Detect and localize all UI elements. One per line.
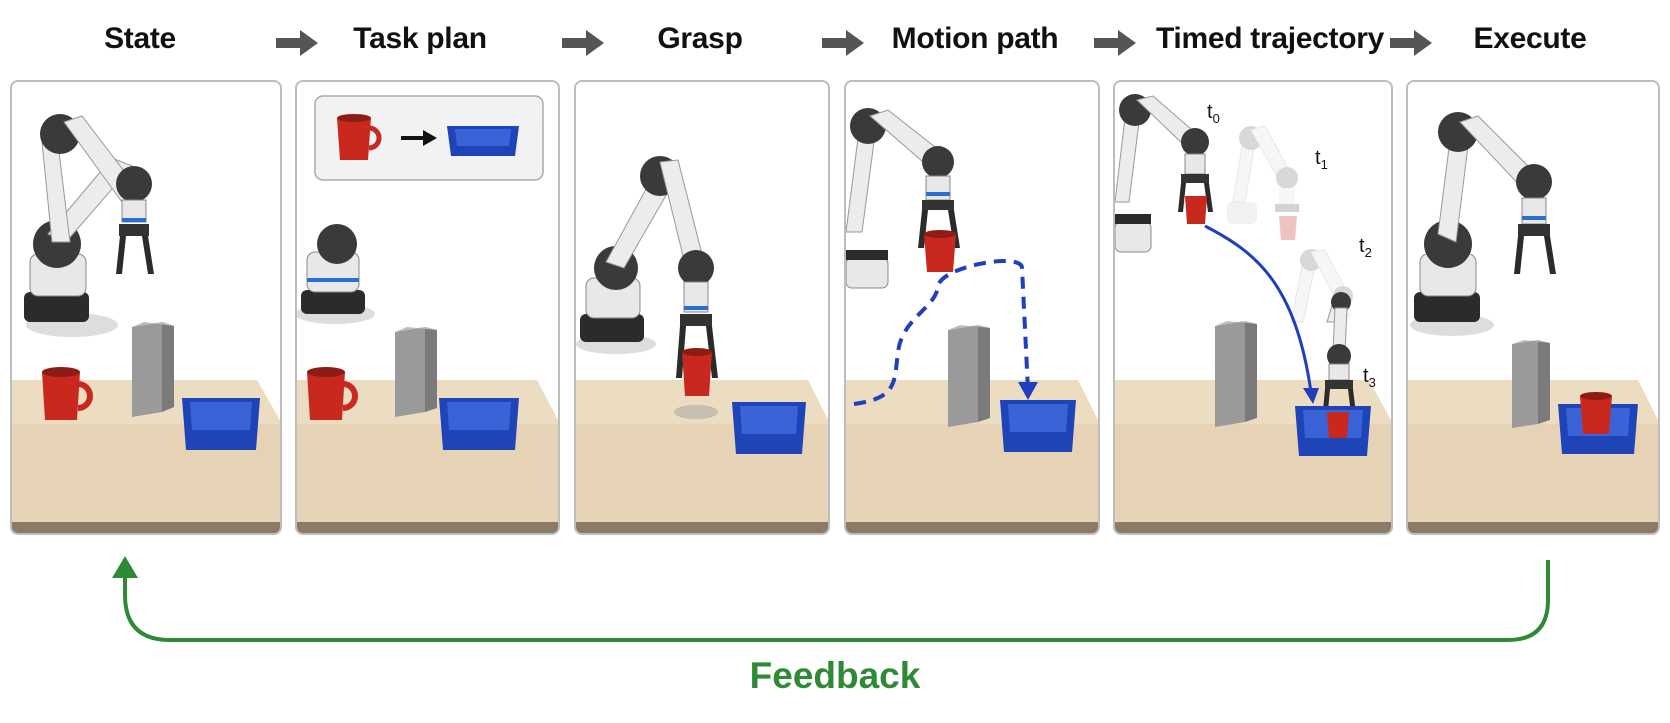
right-arrow-icon [1390, 30, 1432, 56]
label-t2: t2 [1359, 235, 1372, 260]
stage-title-grasp: Grasp [657, 22, 743, 55]
robot-arm [24, 114, 154, 337]
plan-box [314, 95, 544, 181]
stage-title-task-plan: Task plan [353, 22, 487, 55]
mug [682, 348, 712, 396]
tray [1000, 400, 1076, 452]
right-arrow-icon [822, 30, 864, 56]
tray [1558, 392, 1638, 454]
tray-icon [447, 126, 519, 156]
planned-path [853, 259, 1038, 406]
right-arrow-icon [1094, 30, 1136, 56]
stage-title-timed-trajectory: Timed trajectory [1155, 22, 1385, 55]
panel-state [10, 80, 282, 535]
pillar [1215, 321, 1257, 427]
stage-title-execute: Execute [1473, 22, 1587, 55]
panel-execute [1406, 80, 1660, 535]
label-t1: t1 [1315, 147, 1328, 172]
label-t0: t0 [1207, 101, 1220, 126]
pillar [395, 327, 437, 417]
panel-task-plan [295, 80, 560, 535]
robot-arm-t2 [1290, 249, 1353, 323]
robot-arm-t1 [1227, 125, 1299, 240]
right-arrow-icon [276, 30, 318, 56]
mug [307, 367, 358, 420]
robot-arm-t0 [1115, 94, 1213, 253]
robot-arm [1410, 112, 1556, 336]
robot-base [297, 224, 375, 324]
feedback-label: Feedback [749, 655, 921, 696]
right-arrow-icon [401, 130, 437, 146]
stage-title-motion-path: Motion path [891, 22, 1059, 55]
mug [42, 367, 93, 420]
pillar [948, 325, 990, 427]
trajectory-path [1204, 224, 1319, 404]
right-arrow-icon [562, 30, 604, 56]
tray [439, 398, 519, 450]
panel-grasp [574, 80, 830, 535]
pillar [132, 322, 174, 417]
stage-title-state: State [104, 22, 176, 55]
mug [924, 230, 956, 272]
robot-arm [846, 108, 960, 289]
tray [1295, 406, 1371, 456]
tray [732, 402, 806, 454]
label-t3: t3 [1363, 365, 1376, 390]
tray [182, 398, 260, 450]
pillar [1512, 340, 1550, 428]
mug-icon [337, 114, 382, 160]
panel-timed-trajectory: t0 t1 t2 t3 [1113, 80, 1393, 535]
panel-motion-path [844, 80, 1100, 535]
robot-arm-t3 [1322, 292, 1357, 422]
